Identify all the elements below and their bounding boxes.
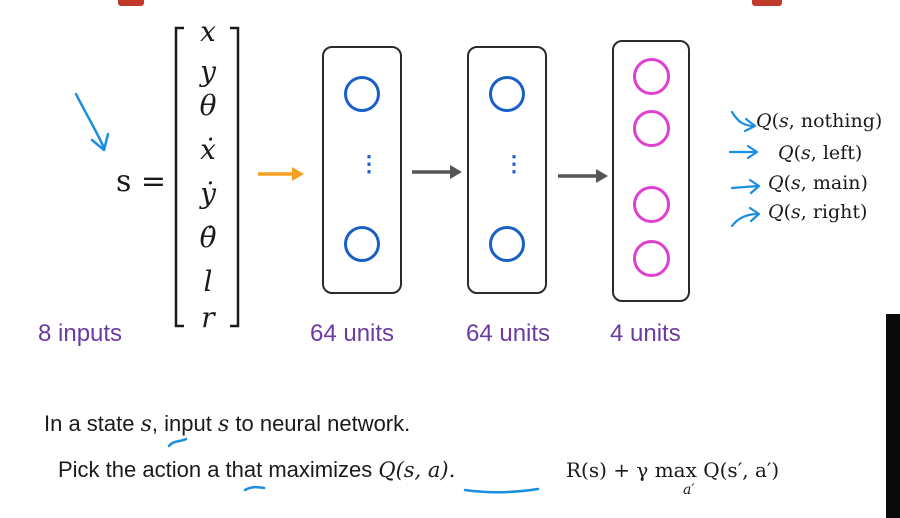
cropped-title-strip: [0, 0, 900, 10]
state-entry-theta-dot: θ̇: [199, 221, 217, 254]
layer2-neuron-bottom: [489, 226, 525, 262]
state-entry-x: x: [200, 15, 216, 48]
state-entry-r: r: [201, 301, 215, 334]
state-lhs: s =: [116, 164, 167, 199]
output-neuron-3: [633, 186, 670, 223]
state-entry-l: l: [203, 265, 213, 298]
output-arrow-left-icon: [728, 144, 759, 160]
layer1-neuron-top: [344, 76, 380, 112]
output-arrow-main-icon: [730, 178, 761, 195]
output-neuron-4: [633, 240, 670, 277]
layer2-ellipsis: ⋮: [503, 152, 525, 174]
output-arrow-right-icon: [730, 206, 761, 228]
layer2-neuron-top: [489, 76, 525, 112]
output-arrow-nothing-icon: [730, 110, 757, 133]
layer2-units-label: 64 units: [466, 320, 551, 347]
output-q-nothing: Q(s, nothing): [756, 110, 883, 132]
inputs-label: 8 inputs: [38, 320, 123, 347]
output-units-label: 4 units: [610, 320, 681, 347]
output-neuron-2: [633, 110, 670, 147]
underline-mark-a: [243, 485, 266, 492]
layer1-units-label: 64 units: [310, 320, 395, 347]
bellman-formula-subscript: a′: [683, 482, 695, 498]
layer2-to-output-arrow-icon: [558, 169, 608, 183]
output-q-main: Q(s, main): [768, 172, 868, 194]
state-entry-theta: θ: [199, 89, 217, 122]
layer1-ellipsis: ⋮: [358, 152, 380, 174]
annotation-arrow-icon: [74, 92, 110, 152]
layer1-neuron-bottom: [344, 226, 380, 262]
underline-mark-s: [167, 437, 188, 448]
input-arrow-icon: [258, 167, 304, 181]
output-q-left: Q(s, left): [778, 142, 863, 164]
video-overlay-bar: [886, 314, 900, 518]
output-q-right: Q(s, right): [768, 201, 868, 223]
output-neuron-1: [633, 58, 670, 95]
state-entry-y-dot: ẏ: [200, 177, 216, 210]
layer1-to-layer2-arrow-icon: [412, 165, 462, 179]
state-entry-y: y: [200, 55, 216, 88]
bellman-formula: R(s) + γ max Q(s′, a′): [566, 458, 780, 482]
state-vector-brackets: [174, 26, 240, 328]
caption-line-2: Pick the action a that maximizes Q(s, a)…: [58, 457, 456, 482]
underline-mark-q: [463, 487, 540, 494]
state-entry-x-dot: ẋ: [200, 133, 216, 166]
caption-line-1: In a state s, input s to neural network.: [44, 411, 411, 437]
